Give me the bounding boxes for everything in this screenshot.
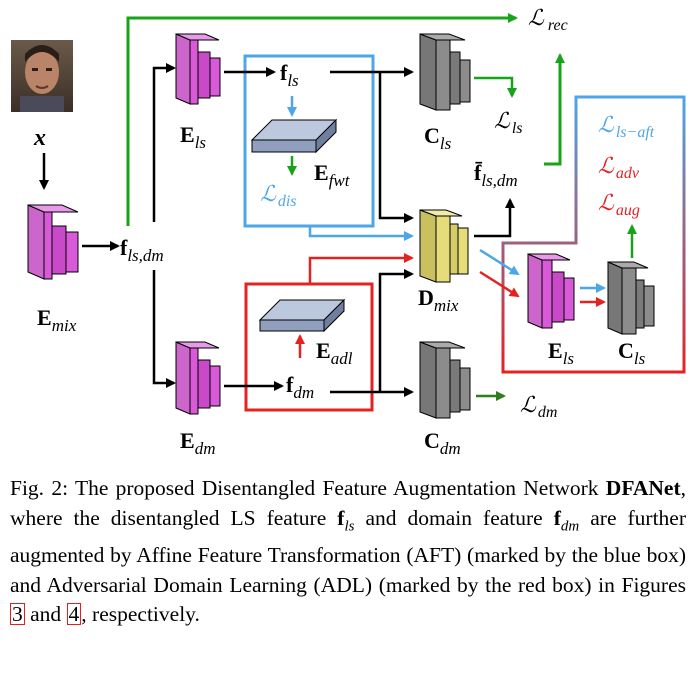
arrow-d-mix-to-f-bar — [474, 198, 515, 238]
arrow-to-e-dm — [152, 270, 176, 388]
caption-part5: , respectively. — [81, 602, 200, 627]
caption-f2-sub: dm — [560, 517, 580, 534]
arrow-c-ls-to-loss — [474, 76, 517, 98]
caption-prefix: Fig. 2: The proposed Disentangled Featur… — [10, 476, 606, 500]
e-ls-label: Els — [180, 122, 206, 152]
e-mix-label: Emix — [37, 305, 77, 335]
caption-f2: f — [553, 505, 561, 530]
d-mix-label: Dmix — [418, 285, 459, 315]
arrow-f-dm-to-d-mix — [378, 269, 414, 392]
arrow-to-e-ls — [152, 63, 176, 222]
e-dm-block — [175, 341, 221, 415]
red-arrow-d-mix-to-e-ls2 — [479, 270, 520, 298]
input-symbol: x — [33, 125, 46, 151]
caption-f1: f — [337, 505, 345, 530]
e-ls-2-label: Els — [548, 338, 574, 368]
arrow-f-ls-to-d-mix — [378, 72, 414, 223]
f-ls-label: fls — [280, 60, 299, 90]
e-ls-2-block — [527, 253, 575, 329]
f-ls-dm-label: fls,dm — [120, 235, 164, 265]
e-adl-label: Eadl — [316, 338, 353, 368]
figure-ref-link[interactable]: 3 — [10, 602, 25, 627]
e-dm-label: Edm — [180, 428, 215, 458]
f-bar-ls-dm-label: f̄ls,dm — [474, 160, 518, 190]
c-dm-block — [419, 341, 471, 419]
f-dm-label: fdm — [286, 372, 314, 402]
input-face-image — [11, 40, 73, 112]
augmentation-box — [501, 95, 686, 374]
c-ls-block — [419, 33, 471, 111]
caption-f1-sub: ls — [344, 517, 355, 534]
caption-part1: , where the disentangled LS feature — [10, 476, 686, 530]
caption-part2: and domain feature — [354, 505, 554, 530]
e-fwt-slab — [250, 118, 338, 154]
caption-network-name: DFANet — [605, 476, 681, 500]
c-ls-2-block — [607, 261, 655, 335]
e-adl-slab — [258, 298, 346, 333]
d-mix-block — [419, 209, 469, 283]
e-mix-block — [27, 204, 79, 280]
blue-arrow-d-mix-to-e-ls2 — [479, 248, 520, 276]
e-fwt-label: Efwt — [314, 160, 351, 190]
c-dm-label: Cdm — [424, 428, 461, 458]
caption-part3: are further augmented by Affine Feature … — [10, 505, 686, 597]
c-ls-label: Cls — [424, 123, 452, 153]
arrow-f-bar-to-rec — [544, 53, 565, 166]
red-arrow-adl-to-d-mix — [308, 253, 414, 284]
caption-part4: and — [24, 602, 67, 627]
figure-caption: Fig. 2: The proposed Disentangled Featur… — [10, 474, 686, 630]
blue-arrow-aft-to-d-mix — [308, 226, 414, 241]
e-ls-block — [175, 33, 221, 105]
rec-loss-path — [126, 13, 518, 226]
c-ls-2-label: Cls — [618, 338, 646, 368]
figure-ref-link[interactable]: 4 — [66, 602, 82, 627]
